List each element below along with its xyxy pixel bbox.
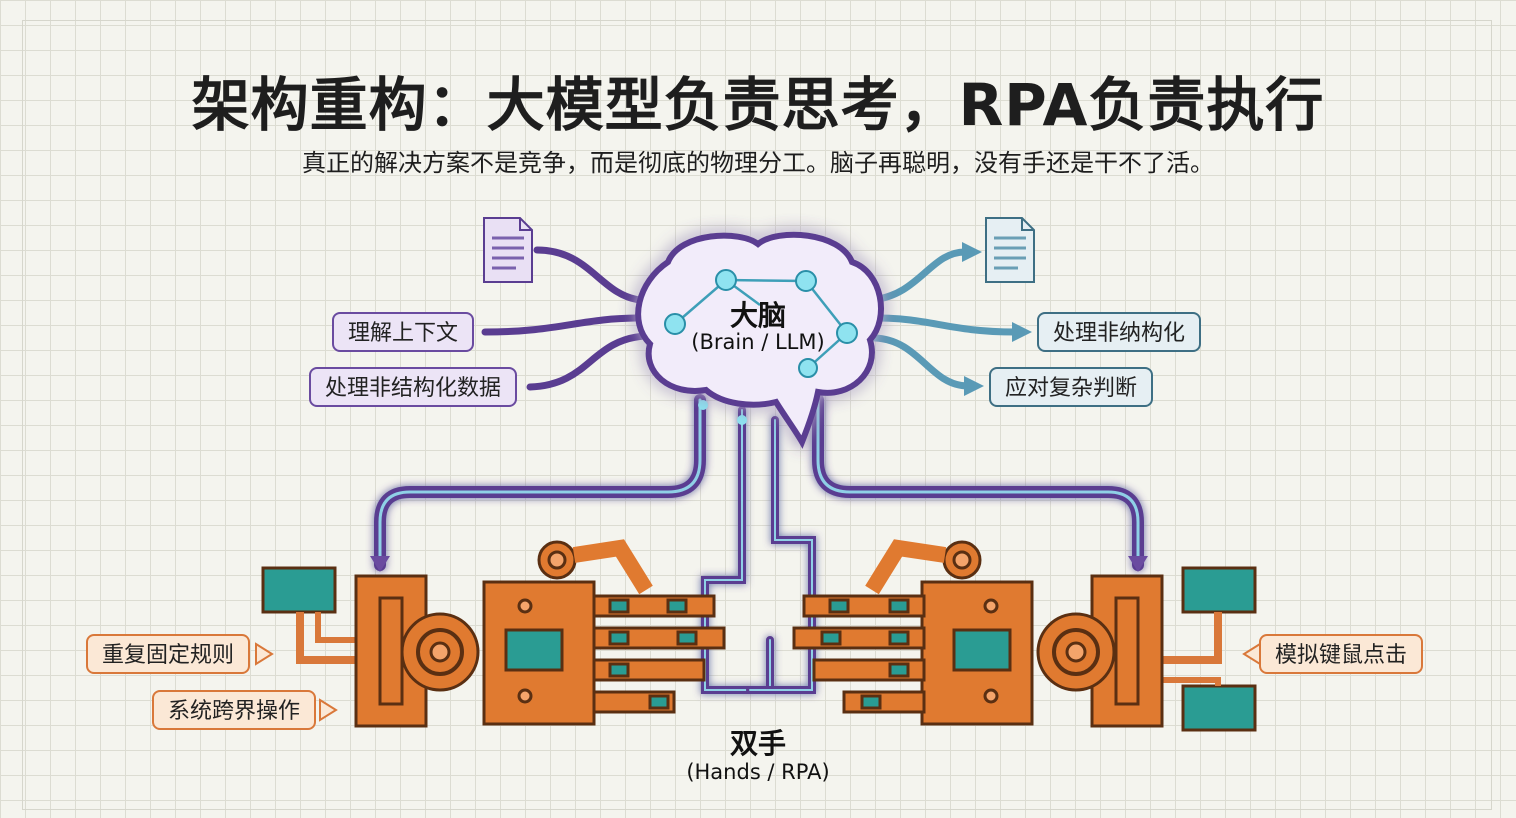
robot-hand-icon xyxy=(792,539,1257,732)
robot-hand-icon xyxy=(261,539,726,728)
brain-icon xyxy=(635,231,884,449)
page-subtitle: 真正的解决方案不是竞争，而是彻底的物理分工。脑子再聪明，没有手还是干不了活。 xyxy=(302,149,1214,177)
brain-to-hand-cables xyxy=(374,394,1144,694)
cable-nodes xyxy=(698,400,747,425)
hand-tag-cross-system: 系统跨界操作 xyxy=(152,690,317,730)
input-label-context: 理解上下文 xyxy=(332,312,475,352)
output-label-unstructured: 处理非纳构化 xyxy=(1037,312,1202,352)
output-arrowheads xyxy=(962,242,1032,396)
cable-arrowheads xyxy=(370,556,1148,572)
input-label-unstructured: 处理非结构化数据 xyxy=(309,367,518,407)
document-icon xyxy=(483,217,533,283)
hands-label: 双手 xyxy=(729,727,786,760)
output-label-judgment: 应对复杂判断 xyxy=(989,367,1154,407)
canvas-frame xyxy=(22,20,1492,810)
hand-tag-rules: 重复固定规则 xyxy=(86,634,251,674)
brain-sublabel: (Brain / LLM) xyxy=(691,330,825,354)
input-connectors xyxy=(481,246,649,391)
page-title: 架构重构：大模型负责思考，RPA负责执行 xyxy=(191,71,1325,139)
brain-label: 大脑 xyxy=(729,299,786,332)
document-icon xyxy=(985,217,1035,283)
brain-nodes xyxy=(664,269,858,378)
hand-tag-mouse-keyboard: 模拟键鼠点击 xyxy=(1259,634,1424,674)
hands-sublabel: (Hands / RPA) xyxy=(686,760,830,784)
output-connectors xyxy=(868,248,1019,390)
